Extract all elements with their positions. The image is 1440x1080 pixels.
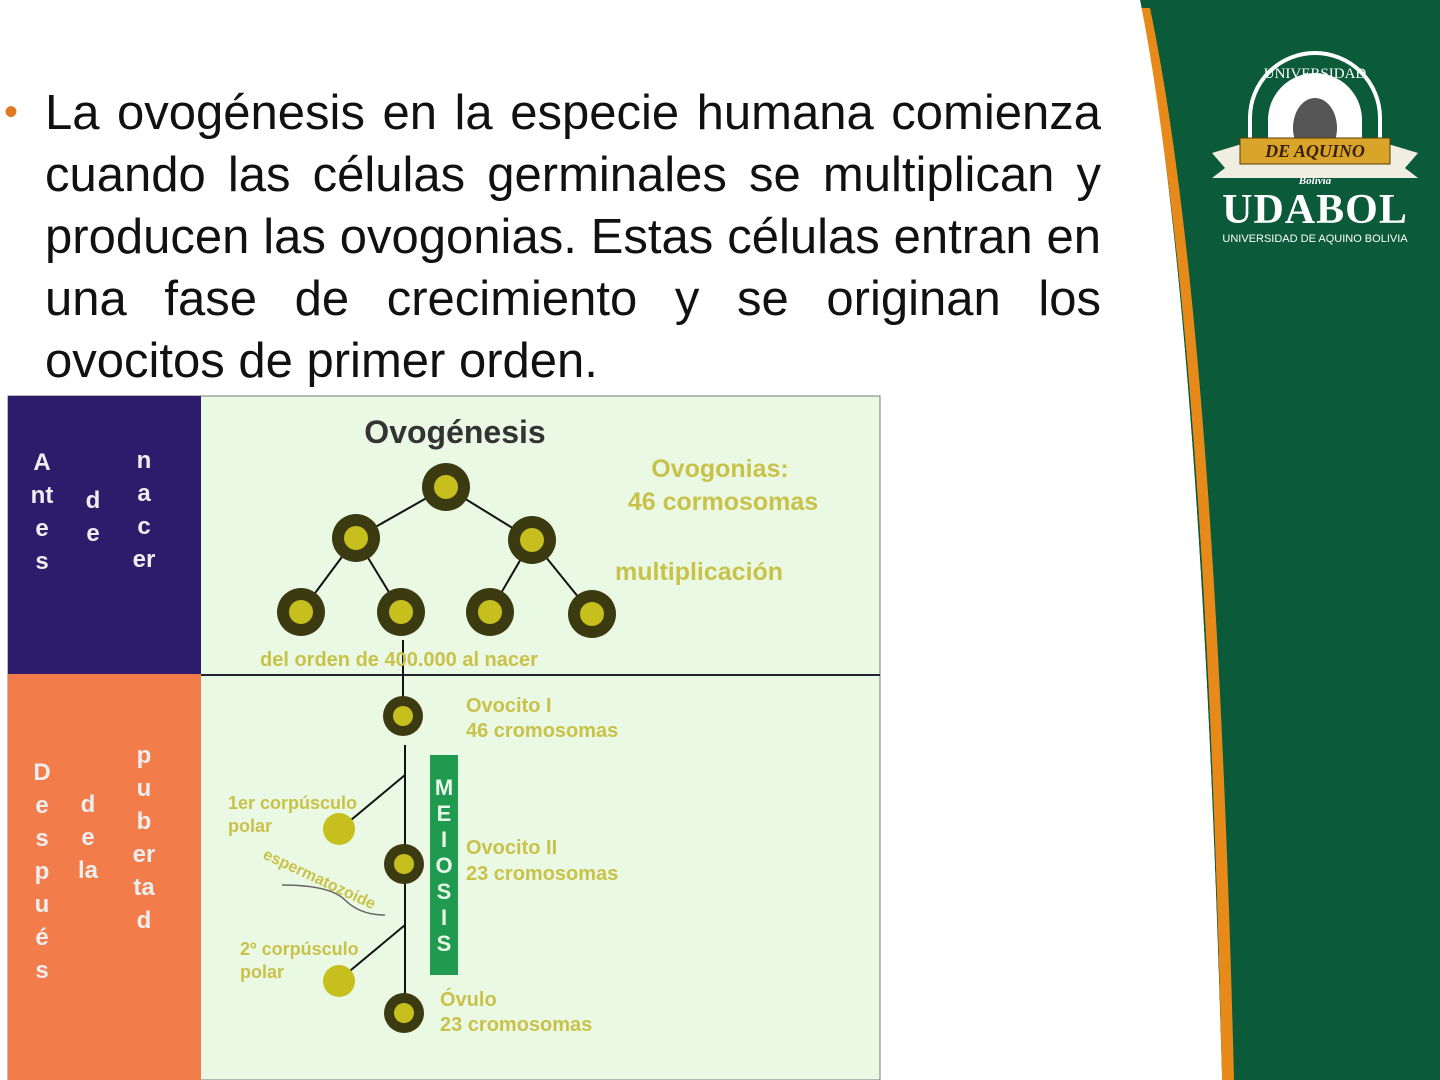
band-after-puberty xyxy=(8,674,201,1080)
cell-icon xyxy=(422,463,470,511)
cell-icon xyxy=(383,696,423,736)
meiosis-letter: I xyxy=(441,827,447,852)
meiosis-letter: E xyxy=(437,801,452,826)
polar2-label-2: polar xyxy=(240,962,284,982)
cell-icon xyxy=(508,516,556,564)
cell-icon xyxy=(384,993,424,1033)
meiosis-letter: S xyxy=(437,931,452,956)
label-despues: Después xyxy=(33,759,51,984)
label-pubertad: pubertad xyxy=(132,742,156,934)
cell-icon xyxy=(277,588,325,636)
band-before-birth xyxy=(8,396,201,674)
bullet-text: La ovogénesis en la especie humana comie… xyxy=(45,86,1101,388)
ovogonias-count: 46 cormosomas xyxy=(628,488,818,516)
polar1-label-2: polar xyxy=(228,816,272,836)
cell-icon xyxy=(332,514,380,562)
multiplicacion-label: multiplicación xyxy=(615,558,783,586)
meiosis-letter: O xyxy=(435,853,452,878)
ovocito2-chromosomes: 23 cromosomas xyxy=(466,863,618,885)
logo-ribbon-text: DE AQUINO xyxy=(1264,141,1365,161)
brand-subtitle: UNIVERSIDAD DE AQUINO BOLIVIA xyxy=(1222,233,1408,245)
polar-body-icon xyxy=(323,813,355,845)
cell-icon xyxy=(377,588,425,636)
meiosis-letter: I xyxy=(441,905,447,930)
meiosis-bar xyxy=(430,755,458,975)
logo-arc-text: UNIVERSIDAD xyxy=(1264,66,1367,82)
label-de-la: de la xyxy=(77,791,98,884)
polar1-label: 1er corpúsculo xyxy=(228,793,357,813)
label-de: de xyxy=(85,487,101,547)
cell-icon xyxy=(466,588,514,636)
logo-country: Bolivia xyxy=(1298,175,1332,187)
bullet-icon: • xyxy=(4,90,19,134)
sperm-path xyxy=(281,884,386,916)
cell-icon xyxy=(568,590,616,638)
udabol-logo: DE AQUINO Bolivia UNIVERSIDAD xyxy=(1212,51,1418,187)
label-antes: Antes xyxy=(30,449,54,575)
cell-icon xyxy=(384,844,424,884)
meiosis-letter: S xyxy=(437,879,452,904)
diagram-title: Ovogénesis xyxy=(364,414,545,450)
polar-body-icon xyxy=(323,965,355,997)
ovulo-label: Óvulo xyxy=(440,987,497,1011)
label-nacer: nacer xyxy=(132,447,156,573)
meiosis-letter: M xyxy=(435,775,453,800)
ovocito2-label: Ovocito II xyxy=(466,837,557,859)
ovogonias-label: Ovogonias: xyxy=(651,455,789,483)
ovocito1-chromosomes: 46 cromosomas xyxy=(466,720,618,742)
count-note: del orden de 400.000 al nacer xyxy=(260,649,538,671)
polar2-label: 2º corpúsculo xyxy=(240,939,359,959)
brand-name: UDABOL xyxy=(1222,187,1408,233)
ovocito1-label: Ovocito I xyxy=(466,695,552,717)
ovulo-chromosomes: 23 cromosomas xyxy=(440,1014,592,1036)
